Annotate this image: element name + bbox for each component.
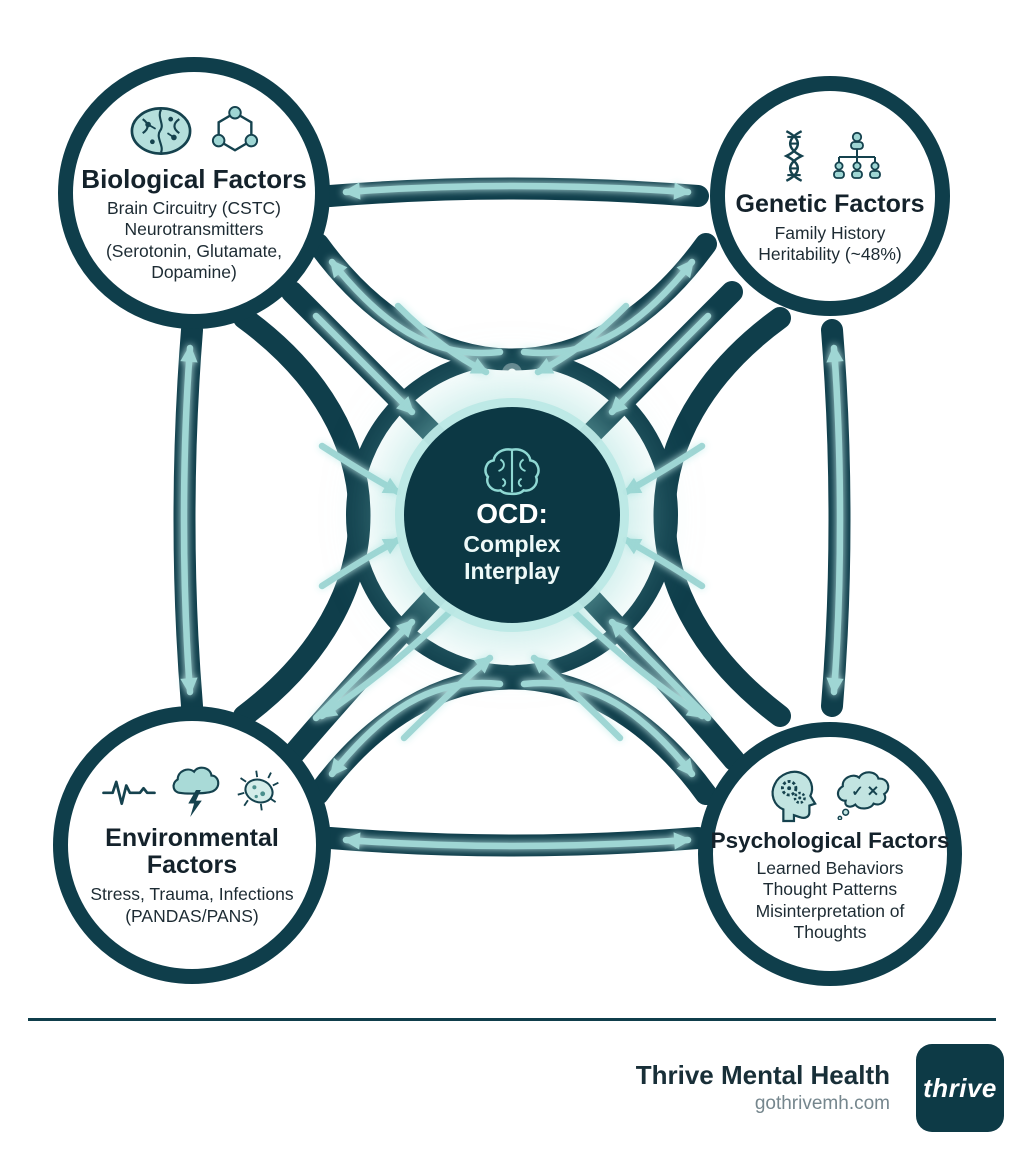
brain-circuit-icon	[130, 106, 192, 155]
center-title: OCD:	[476, 498, 548, 530]
node-line: Brain Circuitry (CSTC)	[106, 197, 282, 218]
node-line: Misinterpretation of	[755, 900, 905, 921]
ekg-icon	[102, 780, 156, 806]
node-line: (Serotonin, Glutamate,	[105, 240, 283, 261]
node-title: Genetic Factors	[735, 189, 925, 218]
node-psychological-factors: ✓ ✕ Psychological Factors Learned Behavi…	[698, 722, 962, 986]
node-genetic-factors: Genetic Factors Family History Heritabil…	[710, 76, 950, 316]
node-line: Heritability (~48%)	[758, 244, 902, 264]
head-gears-icon	[771, 770, 817, 822]
node-environmental-factors: Environmental Factors Stress, Trauma, In…	[53, 706, 331, 984]
thrive-logo: thrive	[916, 1044, 1004, 1132]
germ-icon	[237, 770, 279, 811]
node-title: Biological Factors	[81, 163, 307, 194]
molecule-icon	[211, 105, 259, 152]
family-tree-icon	[833, 131, 881, 179]
light-arrow-paths	[180, 182, 844, 850]
node-line: Neurotransmitters	[124, 219, 264, 240]
node-line: Family History	[774, 222, 886, 243]
node-line: Dopamine)	[151, 261, 237, 282]
node-line: Thoughts	[793, 921, 867, 942]
svg-text:✓: ✓	[851, 784, 863, 800]
thrive-logo-text: thrive	[923, 1072, 997, 1103]
svg-text:✕: ✕	[867, 784, 879, 800]
footer-divider	[28, 1018, 996, 1021]
node-biological-factors: Biological Factors Brain Circuitry (CSTC…	[58, 57, 330, 329]
center-node-ocd: OCD: Complex Interplay	[404, 407, 620, 623]
dna-icon	[783, 129, 805, 182]
footer: Thrive Mental Health gothrivemh.com thri…	[636, 1044, 1004, 1132]
center-subtitle: Interplay	[464, 558, 560, 585]
node-line: (PANDAS/PANS)	[125, 905, 259, 926]
node-line: Stress, Trauma, Infections	[90, 884, 294, 905]
storm-cloud-icon	[172, 766, 220, 818]
footer-website: gothrivemh.com	[754, 1092, 890, 1114]
thought-bubble-icon: ✓ ✕	[836, 770, 890, 820]
node-title: Environmental Factors	[105, 824, 279, 880]
node-line: Learned Behaviors	[756, 857, 904, 878]
node-title: Psychological Factors	[710, 827, 950, 853]
center-subtitle: Complex	[463, 530, 561, 557]
footer-brand: Thrive Mental Health	[635, 1060, 890, 1091]
brain-icon	[484, 448, 540, 496]
node-line: Thought Patterns	[762, 879, 898, 900]
